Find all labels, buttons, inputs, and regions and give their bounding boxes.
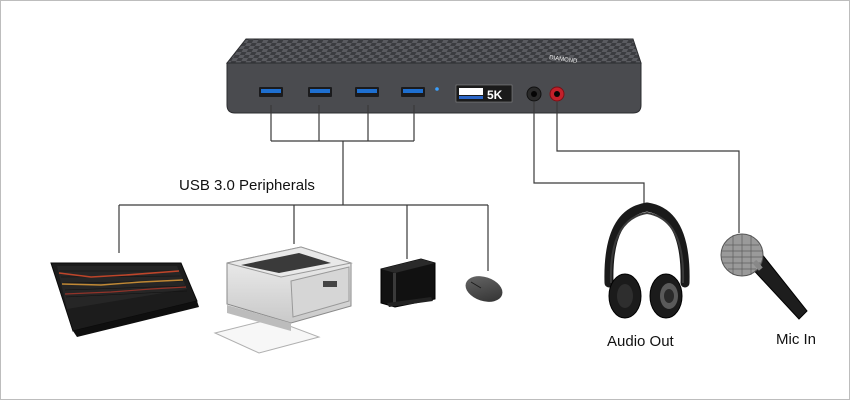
mouse-icon	[465, 276, 503, 302]
audio-connector-lines	[533, 102, 740, 233]
audio-out-jack[interactable]	[526, 86, 542, 102]
mic-in-label: Mic In	[776, 331, 817, 348]
display-5k-badge: 5K	[455, 84, 513, 103]
audio-out-label: Audio Out	[607, 333, 674, 350]
microphone-icon	[720, 233, 808, 320]
usb-port-2[interactable]	[308, 87, 332, 97]
usb-connector-lines	[118, 105, 489, 271]
keyboard-icon	[50, 262, 199, 337]
mic-in-jack[interactable]	[549, 86, 565, 102]
usb-port-1[interactable]	[259, 87, 283, 97]
dock-brand-logo: DIAMOND	[549, 55, 579, 65]
external-drive-icon	[380, 258, 436, 308]
dock-top-surface	[225, 38, 642, 64]
usb-port-4[interactable]	[401, 87, 425, 97]
usb-port-3[interactable]	[355, 87, 379, 97]
dock-front-panel	[226, 62, 642, 114]
printer-icon	[213, 246, 353, 354]
usb-peripherals-label: USB 3.0 Peripherals	[179, 177, 315, 194]
display-5k-text: 5K	[487, 88, 503, 102]
headphones-icon	[604, 202, 690, 319]
power-led-icon	[435, 87, 439, 91]
docking-station: DIAMOND	[225, 38, 642, 114]
